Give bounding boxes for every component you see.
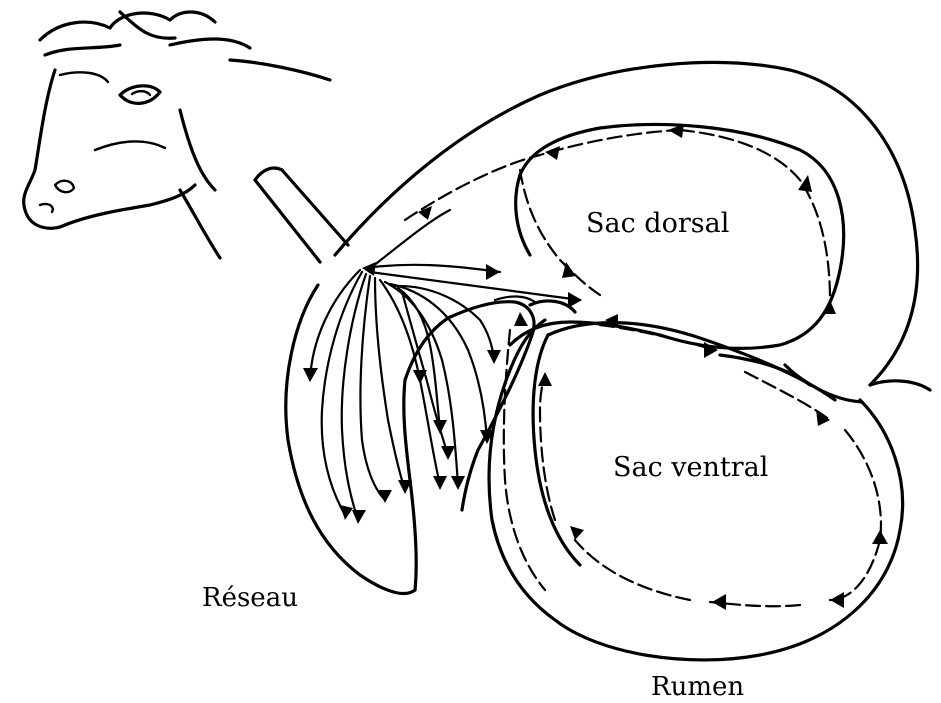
esophagus-icon [255, 168, 348, 262]
dorsal-flow-paths [405, 130, 830, 420]
rumen-outer-wall [335, 62, 930, 659]
reseau-label: Réseau [202, 583, 298, 613]
cow-head-icon [24, 12, 330, 258]
rumen-label: Rumen [651, 672, 744, 702]
sac-ventral-label: Sac ventral [613, 452, 768, 483]
sac-dorsal-label: Sac dorsal [586, 208, 729, 239]
